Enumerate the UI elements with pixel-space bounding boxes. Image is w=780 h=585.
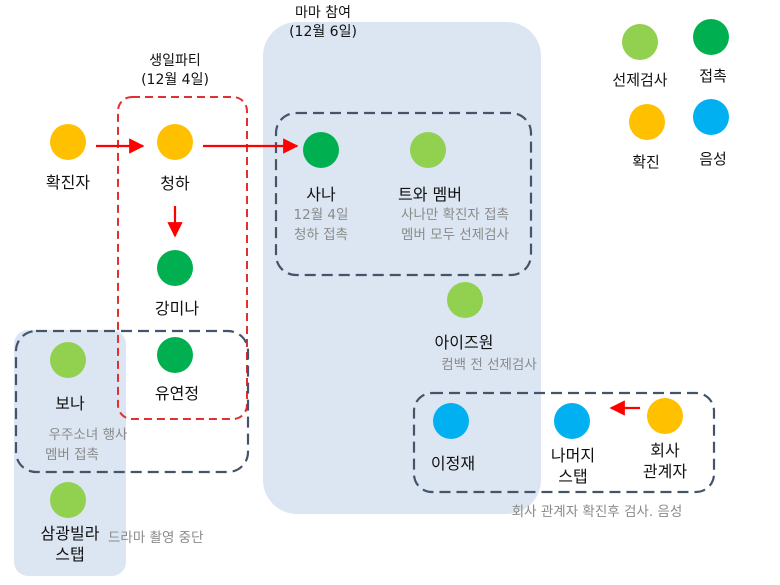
node-yu-yeonjeong-dot [157,337,193,373]
drama-region-title-line1: 마마 참여 [295,5,351,21]
legend-contact-dot [693,19,729,55]
legend-negative-label: 음성 [699,150,727,168]
node-samgwang-staff-dot [50,482,86,518]
company-note: 회사 관계자 확진후 검사. 음성 [511,504,683,520]
node-confirmed-person-label: 확진자 [45,173,91,192]
birthday-title-line2: (12월 4일) [141,72,209,88]
node-twice-members-note-line1: 사나만 확진자 접촉 [401,207,509,223]
node-izone-label: 아이즈원 [434,333,494,352]
node-twice-members-label: 트와 멤버 [398,185,462,204]
node-sana-note-line2: 청하 접촉 [294,227,348,243]
node-kang-mina-dot [157,250,193,286]
node-company-person-label-line1: 회사 [650,441,680,460]
node-lee-jeongjae-dot [433,403,469,439]
node-kang-mina-label: 강미나 [154,299,200,318]
node-company-person-dot [647,398,683,434]
node-confirmed-person-dot [50,124,86,160]
node-sana-note-line1: 12월 4일 [293,207,349,223]
legend-negative-dot [693,99,729,135]
legend-confirmed-dot [629,104,665,140]
wjsn-group-box [14,329,250,474]
wjsn-note-line2: 멤버 접촉 [45,447,99,463]
node-sana-label: 사나 [306,185,336,204]
node-bona-label: 보나 [55,394,85,413]
node-izone-note: 컴백 전 선제검사 [441,357,537,373]
node-samgwang-staff-label-line2: 스탭 [55,545,85,564]
twice-group-box [274,111,533,277]
node-yu-yeonjeong-label: 유연정 [154,384,200,403]
birthday-title-line1: 생일파티 [149,53,201,69]
legend-pre-test-dot [622,24,658,60]
node-other-staff-label-line1: 나머지 [550,446,596,465]
node-samgwang-staff-label-line1: 삼광빌라 [40,524,100,543]
node-other-staff-label-line2: 스탭 [558,467,588,486]
drama-region [263,22,541,514]
node-other-staff-dot [554,403,590,439]
node-lee-jeongjae-label: 이정재 [430,454,476,473]
legend-confirmed-label: 확진 [632,153,660,171]
birthday-party-box [117,96,248,420]
legend-pre-test-label: 선제검사 [612,71,668,89]
node-sana-dot [303,132,339,168]
samgwang-note: 드라마 촬영 중단 [108,530,204,546]
legend-contact-label: 접촉 [699,67,727,85]
node-cheongha-label: 청하 [160,174,190,193]
node-twice-members-dot [410,132,446,168]
node-bona-dot [50,342,86,378]
node-cheongha-dot [157,124,193,160]
node-twice-members-note-line2: 멤버 모두 선제검사 [401,227,509,243]
drama-region-title-line2: (12월 6일) [289,24,357,40]
node-company-person-label-line2: 관계자 [642,462,688,481]
node-izone-dot [447,282,483,318]
company-group-box [412,391,716,494]
samgwang-region [14,330,126,576]
wjsn-note-line1: 우주소녀 행사 [48,427,128,443]
